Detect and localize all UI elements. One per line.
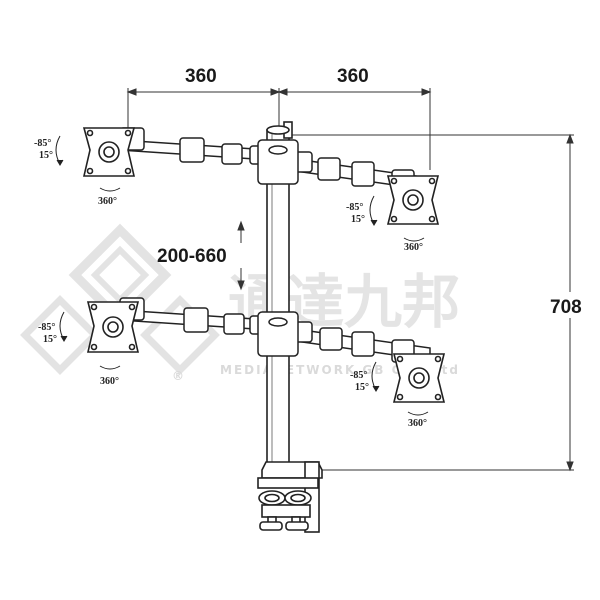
rotation-label-lower-right: 360° [408,418,427,429]
vesa-plate-upper-left [82,127,136,177]
tilt-arc-icons [55,135,380,392]
watermark-registered-mark: ® [172,369,186,383]
tilt-down-label-lower-left: 15° [43,334,57,345]
rotation-label-upper-left: 360° [98,196,117,207]
tilt-down-label-upper-right: 15° [351,214,365,225]
pole-adjust-label: 200-660 [157,246,227,267]
rotation-label-lower-left: 360° [100,376,119,387]
height-label: 708 [550,297,582,318]
width-left-label: 360 [185,66,217,87]
tilt-up-label-lower-right: -85° [350,370,367,381]
width-right-label: 360 [337,66,369,87]
vesa-plate-lower-right [392,353,446,403]
rotation-label-upper-right: 360° [404,242,423,253]
upper-arm [119,127,431,193]
vesa-plate-lower-left [86,301,140,353]
dimension-pole-adjust [237,220,245,291]
tilt-up-label-upper-right: -85° [346,202,363,213]
vesa-plate-upper-right [386,175,440,225]
desk-clamp [257,461,323,533]
tilt-down-label-upper-left: 15° [39,150,53,161]
tilt-up-label-lower-left: -85° [38,322,55,333]
tilt-up-label-upper-left: -85° [34,138,51,149]
tilt-down-label-lower-right: 15° [355,382,369,393]
rotation-arc-icons [99,187,429,416]
